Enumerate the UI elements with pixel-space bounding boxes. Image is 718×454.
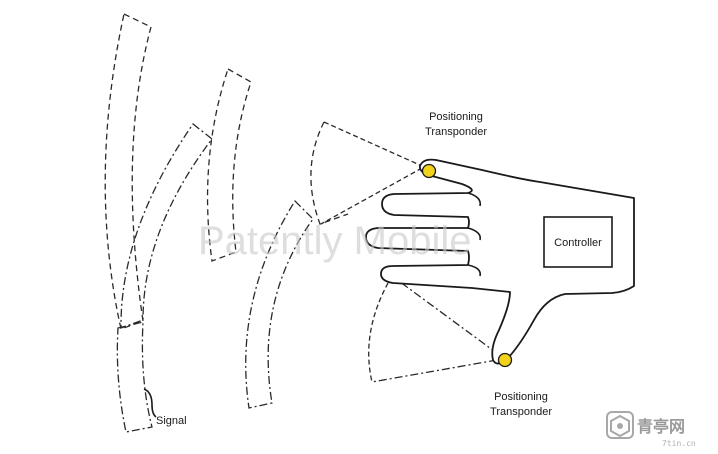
logo-hex-icon — [610, 414, 630, 438]
signal-waves — [104, 13, 349, 433]
transponder-bottom: Positioning Transponder — [490, 352, 552, 418]
transponder-top: Positioning Transponder — [421, 111, 487, 179]
top-beam — [320, 121, 423, 225]
transponder-top-label-line1: Positioning — [429, 111, 483, 123]
signal-wave-1 — [104, 13, 152, 330]
transponder-top-label-line2: Transponder — [425, 126, 487, 138]
transponder-top-dot — [421, 163, 437, 179]
signal-wave-5 — [245, 199, 314, 409]
controller-label: Controller — [554, 237, 602, 249]
signal-leader-line — [143, 388, 157, 418]
logo-badge — [606, 411, 634, 439]
signal-annotation: Signal — [143, 388, 187, 427]
finger-crease-2 — [467, 227, 482, 241]
transponder-bottom-dot — [497, 352, 513, 368]
transponder-bottom-label-line1: Positioning — [494, 391, 548, 403]
bottom-beam — [371, 275, 499, 383]
finger-crease-1 — [467, 192, 482, 207]
controller-box — [543, 216, 613, 268]
bottom-beam-arc — [368, 275, 393, 383]
signal-wave-3 — [116, 321, 153, 433]
logo-name: 青亭网 — [637, 417, 685, 436]
corner-logo: 青亭网 7tin.cn — [606, 411, 696, 448]
signal-wave-6 — [310, 121, 349, 225]
finger-crease-3 — [467, 264, 482, 277]
watermark-text: Patently Mobile — [198, 219, 471, 263]
transponder-bottom-label-line2: Transponder — [490, 406, 552, 418]
transponder-beams — [320, 121, 499, 383]
logo-url: 7tin.cn — [662, 439, 696, 448]
signal-wave-4 — [206, 68, 252, 262]
controller: Controller — [543, 216, 613, 268]
signal-wave-2 — [120, 123, 213, 329]
logo-dot-icon — [617, 423, 623, 429]
signal-label: Signal — [156, 415, 187, 427]
